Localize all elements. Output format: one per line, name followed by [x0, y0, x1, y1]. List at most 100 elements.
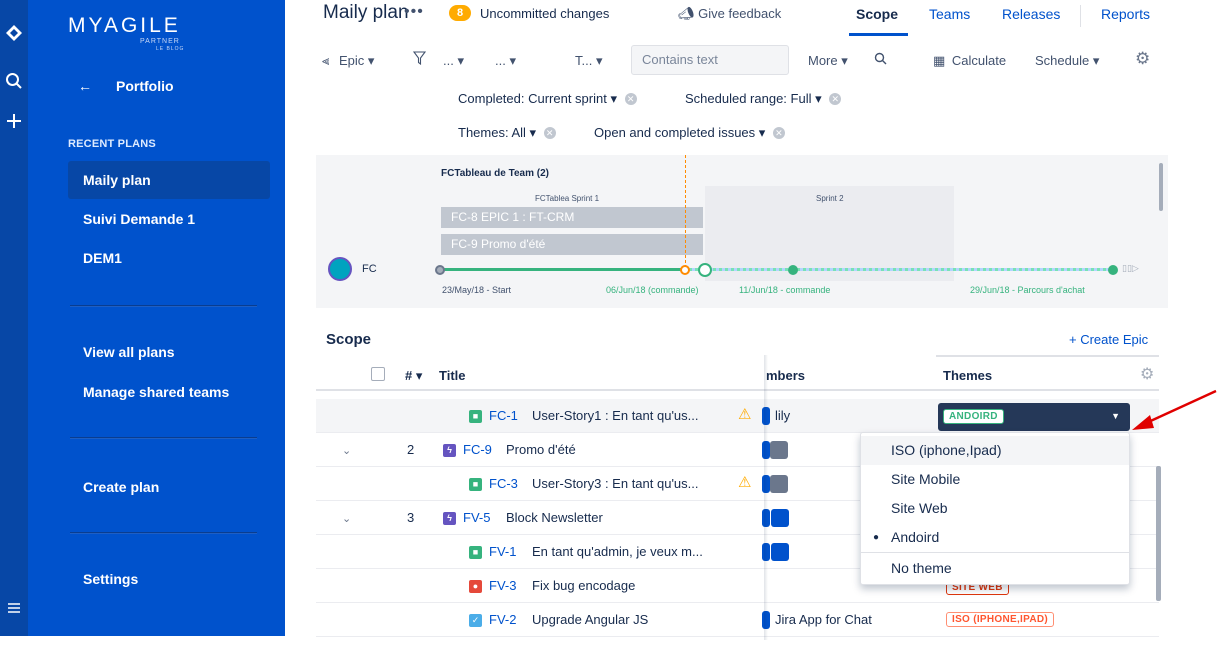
timeline-start-node[interactable]: [435, 265, 445, 275]
calculate-button[interactable]: ▦ Calculate: [933, 53, 1006, 69]
theme-option-site-mobile[interactable]: Site Mobile: [891, 471, 961, 487]
create-plan-link[interactable]: Create plan: [83, 479, 160, 495]
release-node-commande[interactable]: [698, 263, 712, 277]
warning-icon[interactable]: ⚠: [738, 474, 752, 491]
column-settings-gear-icon[interactable]: ⚙: [1140, 366, 1155, 383]
back-arrow-icon[interactable]: ←: [78, 78, 92, 94]
calculator-icon: ▦: [933, 53, 946, 68]
close-icon[interactable]: ✕: [624, 93, 637, 105]
issue-summary[interactable]: Block Newsletter: [506, 510, 603, 525]
create-icon[interactable]: [0, 112, 28, 136]
sidebar-item-suivi-demande[interactable]: Suivi Demande 1: [83, 211, 196, 227]
close-icon[interactable]: ✕: [543, 127, 556, 139]
contains-text-input[interactable]: Contains text: [631, 45, 789, 75]
more-actions-button[interactable]: •••: [404, 3, 424, 20]
close-icon[interactable]: ✕: [829, 93, 842, 105]
sidebar-divider: [70, 532, 257, 534]
search-icon[interactable]: [0, 72, 28, 96]
uncommitted-count-badge[interactable]: 8: [449, 5, 471, 21]
app-logo-icon[interactable]: [0, 24, 28, 48]
tab-reports[interactable]: Reports: [1101, 6, 1151, 22]
theme-option-andoird[interactable]: ● Andoird: [861, 523, 1129, 552]
issue-key-link[interactable]: FV-1: [489, 544, 517, 559]
issue-summary[interactable]: Promo d'été: [506, 442, 576, 457]
theme-option-andoird-label: Andoird: [891, 529, 940, 545]
filter-icon[interactable]: [412, 51, 427, 68]
table-row[interactable]: ● FV-3 Fix bug encodage: [316, 569, 766, 603]
issue-key-link[interactable]: FV-5: [463, 510, 491, 525]
settings-link[interactable]: Settings: [83, 571, 139, 587]
tab-scope[interactable]: Scope: [856, 6, 899, 22]
table-row[interactable]: ■ FV-1 En tant qu'admin, je veux m...: [316, 535, 766, 569]
table-row[interactable]: ⌄ 2 ϟ FC-9 Promo d'été: [316, 433, 766, 467]
tab-teams[interactable]: Teams: [929, 6, 971, 22]
sidebar-item-dem1[interactable]: DEM1: [83, 250, 122, 266]
issue-summary[interactable]: User-Story1 : En tant qu'us...: [532, 408, 699, 423]
tab-releases[interactable]: Releases: [1002, 6, 1061, 22]
uncommitted-changes-link[interactable]: Uncommitted changes: [480, 6, 610, 21]
timeline-more-icon[interactable]: ▯▯▷: [1122, 263, 1139, 273]
chip-completed-sprint[interactable]: Completed: Current sprint ▾ ✕: [458, 91, 637, 107]
issue-key-link[interactable]: FV-3: [489, 578, 517, 593]
issue-summary[interactable]: User-Story3 : En tant qu'us...: [532, 476, 699, 491]
issue-key-link[interactable]: FV-2: [489, 612, 517, 627]
theme-option-site-web[interactable]: Site Web: [891, 500, 948, 516]
search-icon[interactable]: [874, 52, 887, 68]
issue-summary[interactable]: Fix bug encodage: [532, 578, 636, 593]
issue-summary[interactable]: En tant qu'admin, je veux m...: [532, 544, 703, 559]
manage-shared-teams-link[interactable]: Manage shared teams: [83, 384, 230, 400]
filter-dropdown-2[interactable]: ... ▾: [495, 53, 516, 68]
theme-option-none[interactable]: No theme: [891, 560, 952, 576]
chip-issues-label: Open and completed issues: [594, 125, 756, 140]
issue-key-link[interactable]: FC-3: [489, 476, 518, 491]
table-row[interactable]: ⌄ 3 ϟ FV-5 Block Newsletter: [316, 501, 766, 535]
timeline-bar-fc9[interactable]: FC-9 Promo d'été: [441, 234, 703, 255]
story-icon: ■: [469, 410, 482, 423]
schedule-dropdown[interactable]: Schedule ▾: [1035, 53, 1100, 68]
table-row[interactable]: ■ FC-3 User-Story3 : En tant qu'us... ⚠: [316, 467, 766, 501]
filter-dropdown-3[interactable]: T... ▾: [575, 53, 603, 68]
sort-number-header[interactable]: # ▾: [405, 368, 423, 383]
table-row-right: Jira App for Chat ISO (IPHONE,IPAD): [762, 603, 1159, 637]
hierarchy-dropdown[interactable]: ⫷ Epic ▾: [322, 53, 375, 68]
chip-issue-status[interactable]: Open and completed issues ▾ ✕: [594, 125, 785, 141]
timeline-current-node[interactable]: [680, 265, 690, 275]
view-all-plans-link[interactable]: View all plans: [83, 344, 175, 360]
theme-option-iso[interactable]: ISO (iphone,Ipad): [861, 436, 1129, 465]
warning-icon[interactable]: ⚠: [738, 406, 752, 423]
avatar: [770, 475, 788, 493]
chevron-down-icon[interactable]: ⌄: [342, 513, 352, 525]
release-node-parcours[interactable]: [1108, 265, 1118, 275]
chip-scheduled-range[interactable]: Scheduled range: Full ▾ ✕: [685, 91, 842, 107]
timeline-bar-fc8[interactable]: FC-8 EPIC 1 : FT-CRM: [441, 207, 703, 228]
avatar: [771, 509, 789, 527]
chip-themes[interactable]: Themes: All ▾ ✕: [458, 125, 556, 141]
issue-summary[interactable]: Upgrade Angular JS: [532, 612, 649, 627]
close-icon[interactable]: ✕: [772, 127, 785, 139]
issue-key-link[interactable]: FC-1: [489, 408, 518, 423]
sidebar-item-maily-plan[interactable]: Maily plan: [68, 161, 270, 199]
filter-dropdown-1[interactable]: ... ▾: [443, 53, 464, 68]
more-filters-dropdown[interactable]: More ▾: [808, 53, 848, 68]
theme-lozenge[interactable]: ISO (IPHONE,IPAD): [946, 612, 1055, 627]
gear-icon[interactable]: ⚙: [1135, 49, 1151, 68]
release-node-2[interactable]: [788, 265, 798, 275]
themes-column-header: Themes: [943, 368, 993, 383]
table-scrollbar[interactable]: [1156, 466, 1161, 601]
select-all-checkbox[interactable]: [371, 367, 385, 381]
portfolio-link[interactable]: Portfolio: [116, 78, 174, 94]
row-number: 3: [407, 510, 415, 525]
sidebar-divider: [70, 305, 257, 307]
members-column-header: mbers: [766, 368, 806, 383]
theme-select[interactable]: ANDOIRD ▼: [938, 403, 1130, 431]
issue-key-link[interactable]: FC-9: [463, 442, 492, 457]
timeline-scrollbar[interactable]: [1159, 163, 1163, 211]
table-row[interactable]: ■ FC-1 User-Story1 : En tant qu'us... ⚠: [316, 399, 766, 433]
table-row[interactable]: ✓ FV-2 Upgrade Angular JS: [316, 603, 766, 637]
menu-icon[interactable]: [0, 598, 28, 621]
chevron-down-icon[interactable]: ⌄: [342, 445, 352, 457]
member-name: lily: [775, 408, 791, 423]
create-epic-link[interactable]: + Create Epic: [1069, 332, 1149, 347]
today-marker: [685, 155, 686, 273]
give-feedback-button[interactable]: 📣︎ Give feedback: [678, 6, 781, 22]
